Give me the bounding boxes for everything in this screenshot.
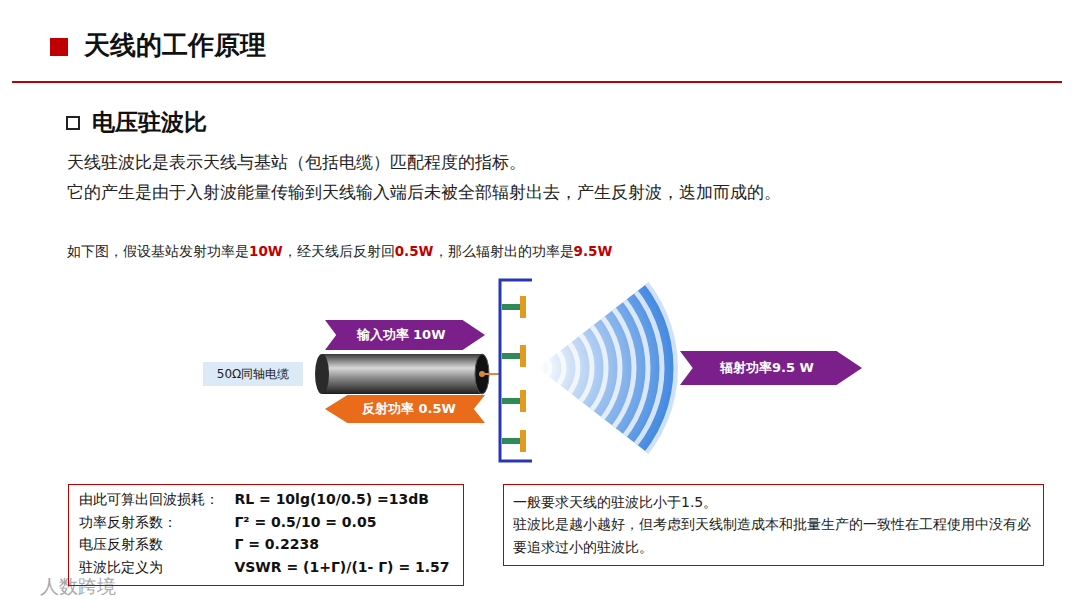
title-marker <box>50 38 68 56</box>
slide-title: 天线的工作原理 <box>84 28 266 63</box>
body-text: 它的产生是由于入射波能量传输到天线输入端后未被全部辐射出去，产生反射波，迭加而成… <box>67 182 781 204</box>
body-text: 天线驻波比是表示天线与基站（包括电缆）匹配程度的指标。 <box>67 152 526 174</box>
section-heading: 电压驻波比 <box>92 107 207 138</box>
arrow-label: 辐射功率9.5 W <box>714 359 828 377</box>
box-label: 50Ω同轴电缆 <box>213 366 293 383</box>
example-sentence: 如下图，假设基站发射功率是10W，经天线后反射回0.5W，那么辐射出的功率是9.… <box>67 243 612 261</box>
sentence-part: ，那么辐射出的功率是 <box>434 243 574 259</box>
radiated-power-arrow: 辐射功率9.5 W <box>680 351 862 385</box>
formula-caption: 驻波比定义为 <box>79 559 222 580</box>
sentence-part: ，经天线后反射回 <box>283 243 395 259</box>
formula-caption: 电压反射系数 <box>79 536 222 557</box>
antenna-elements <box>502 296 526 452</box>
formula-caption: 功率反射系数： <box>79 514 222 535</box>
formula-caption: 由此可算出回波损耗： <box>79 491 222 512</box>
arrow-label: 输入功率 10W <box>351 326 460 344</box>
sentence-part: 如下图，假设基站发射功率是 <box>67 243 249 259</box>
input-power-arrow: 输入功率 10W <box>325 320 485 350</box>
watermark: 人数跨境 <box>40 574 116 600</box>
note-box: 一般要求天线的驻波比小于1.5。驻波比是越小越好，但考虑到天线制造成本和批量生产… <box>503 484 1044 566</box>
arrow-label: 反射功率 0.5W <box>348 400 462 418</box>
formula: VSWR = (1+Γ)/(1- Γ) = 1.57 <box>234 559 453 580</box>
title-rule <box>12 81 1062 83</box>
highlight-value: 10W <box>249 243 283 259</box>
note-text: 一般要求天线的驻波比小于1.5。 <box>513 491 1034 513</box>
antenna-bracket <box>500 280 532 461</box>
coax-cable <box>315 354 500 394</box>
note-text: 驻波比是越小越好，但考虑到天线制造成本和批量生产的一致性在工程使用中没有必要追求… <box>513 513 1034 558</box>
formula: Γ² = 0.5/10 = 0.05 <box>234 514 453 535</box>
highlight-value: 9.5W <box>574 243 613 259</box>
subtitle-marker <box>67 117 79 129</box>
cable-label-box: 50Ω同轴电缆 <box>203 362 303 386</box>
highlight-value: 0.5W <box>395 243 434 259</box>
formula-box: 由此可算出回波损耗： RL = 10lg(10/0.5) =13dB 功率反射系数：… <box>68 484 464 586</box>
reflected-power-arrow: 反射功率 0.5W <box>325 395 485 423</box>
formula: Γ = 0.2238 <box>234 536 453 557</box>
formula: RL = 10lg(10/0.5) =13dB <box>234 491 453 512</box>
